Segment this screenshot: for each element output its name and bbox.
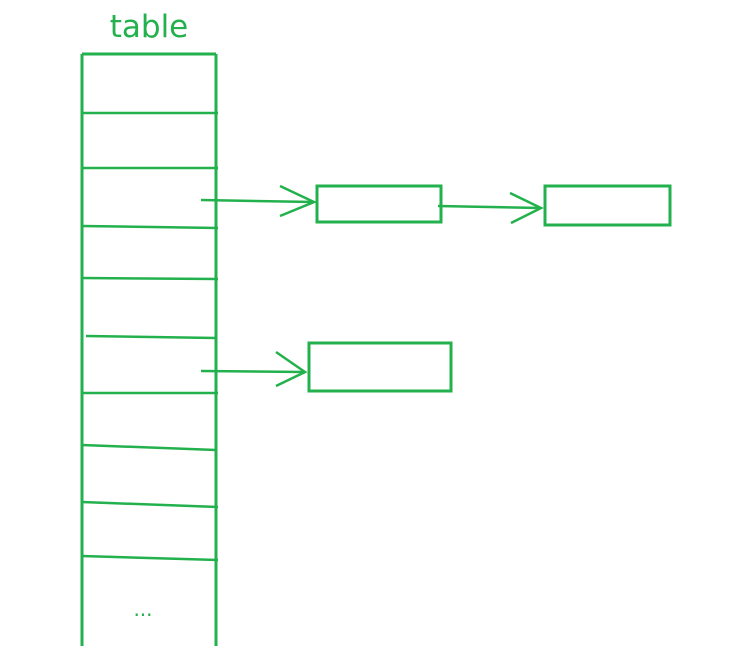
link-arrow-shaft [437, 204, 542, 210]
chain-slot-6 [200, 341, 453, 393]
table-ellipsis: ... [133, 597, 152, 621]
table-title: table [110, 9, 189, 45]
link-arrow-head [279, 184, 318, 218]
chain-node [307, 341, 453, 393]
chain-node [543, 184, 672, 227]
slot-divider [81, 276, 219, 281]
slot-divider [81, 443, 217, 452]
link-arrow-shaft [200, 369, 306, 374]
link-arrow-head [509, 191, 544, 225]
chain-slot-3 [200, 184, 672, 227]
slot-divider [85, 334, 217, 340]
chain-node [315, 184, 443, 224]
slot-divider [81, 500, 219, 509]
link-arrow-shaft [200, 198, 315, 204]
table-array: ... [80, 52, 219, 646]
slot-divider [81, 554, 219, 562]
link-arrow-head [275, 350, 308, 388]
slot-divider [81, 224, 219, 230]
